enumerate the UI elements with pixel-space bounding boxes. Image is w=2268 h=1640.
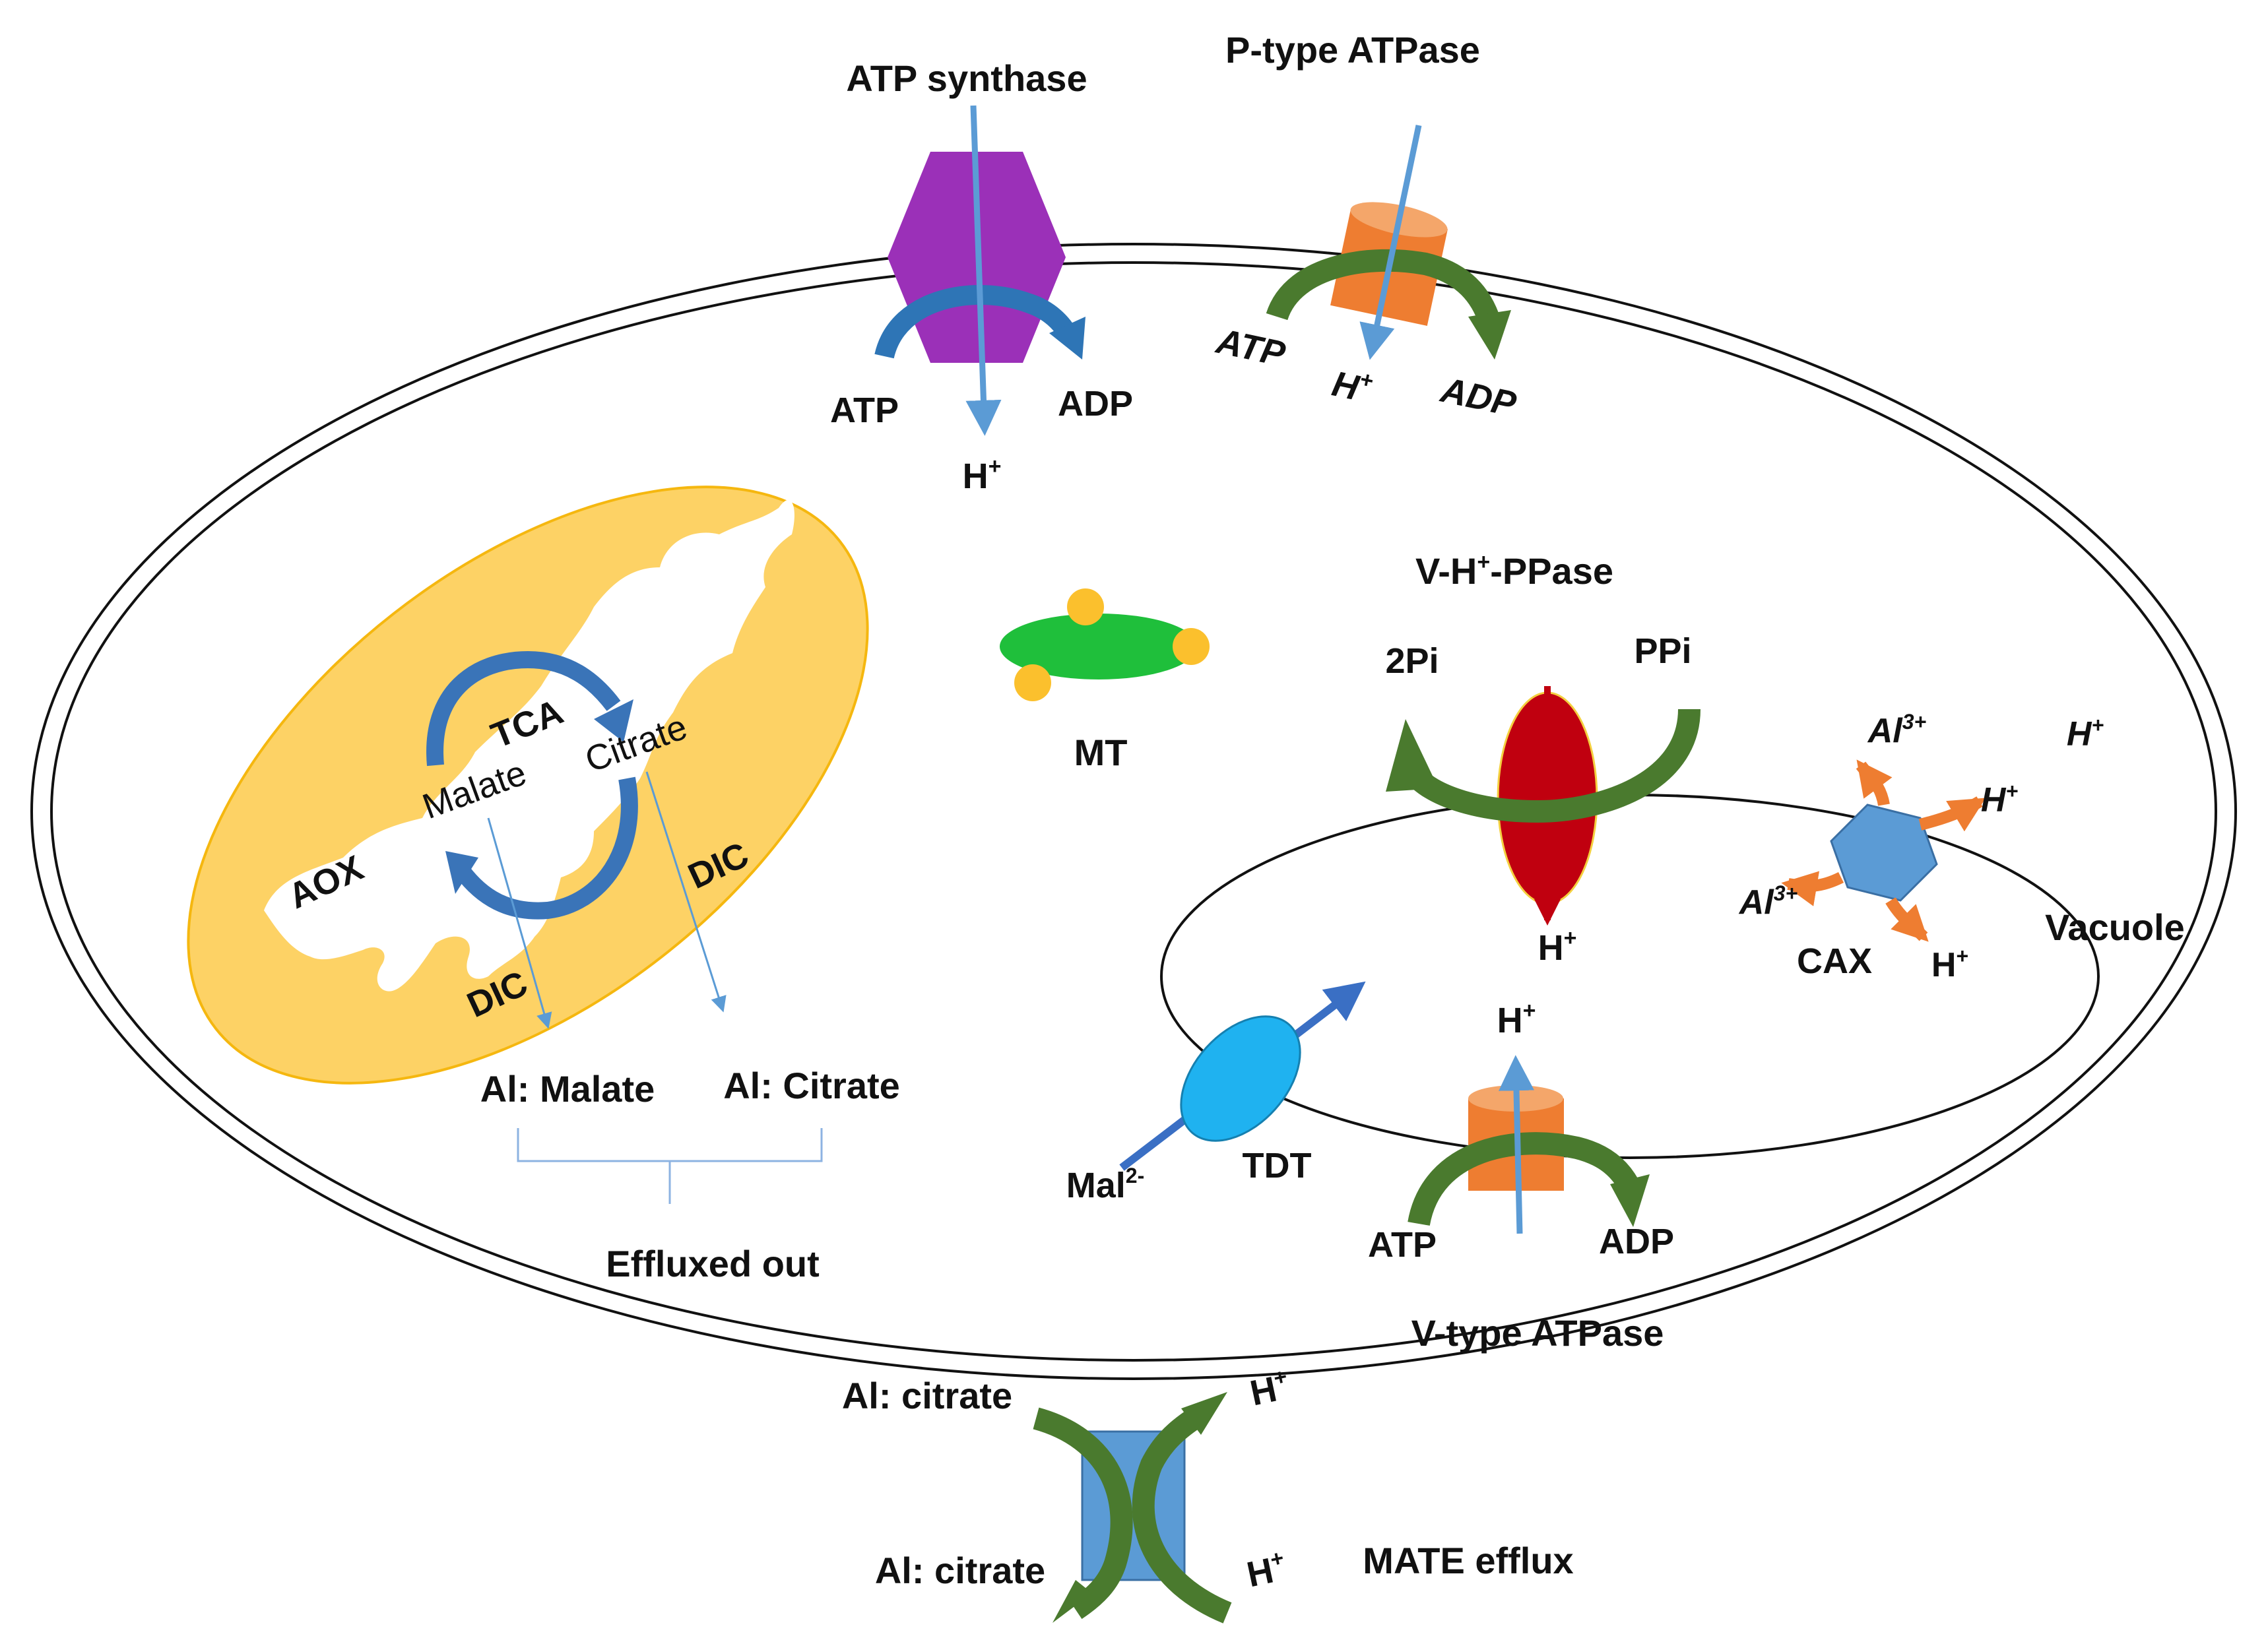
mate-proton-inside: H+ [1247, 1364, 1293, 1414]
malate-efflux-arrow [487, 817, 552, 1029]
tca-arrow-bottom-head [445, 851, 478, 894]
al-malate-label: Al: Malate [480, 1068, 655, 1110]
cax-arrow-al-in-b [1781, 871, 1844, 906]
mate-arrow-proton [1132, 1408, 1232, 1624]
synthase-proton-label: H+ [963, 454, 1002, 496]
ppi-hydrolysis-arrow [1403, 709, 1701, 823]
synthase-atp-arrow-head [1049, 317, 1085, 360]
v-h-ppase: V-H+-PPase 2Pi PPi H+ [1385, 550, 1701, 968]
cax-transporter: Al3+ H+ H+ Al3+ CAX H+ [1738, 710, 2104, 984]
p-type-atp-arrow [1266, 249, 1499, 321]
p-type-adp-label: ADP [1437, 369, 1520, 424]
cax-arrow-al-in-a [1856, 759, 1893, 806]
cax-label: CAX [1797, 941, 1872, 981]
mt-ion-top [1067, 588, 1104, 625]
v-type-proton-label: H+ [1497, 998, 1536, 1040]
mitochondrion [187, 486, 869, 1085]
mt-label: MT [1074, 732, 1128, 773]
p-type-proton-label: H+ [1329, 362, 1376, 411]
p-type-atpase: P-type ATPase ATP H+ ADP [1212, 29, 1520, 424]
mt-ion-right [1173, 628, 1210, 665]
mate-al-citrate-inside: Al: citrate [842, 1375, 1012, 1416]
mate-proton-outside: H+ [1243, 1546, 1290, 1595]
h-cax-label-right: H+ [1981, 779, 2018, 819]
synthase-atp-arrow [874, 285, 1078, 359]
v-type-atp-label: ATP [1368, 1225, 1437, 1265]
v-h-ppase-label: V-H+-PPase [1415, 550, 1613, 592]
cax-hexagon [1830, 804, 1938, 902]
mate-arrow-citrate-head [1053, 1580, 1092, 1623]
effluxed-out-label: Effluxed out [606, 1243, 820, 1284]
atp-synthase: ATP synthase ATP ADP H+ [830, 57, 1133, 496]
synthase-atp-label: ATP [830, 391, 899, 430]
v-type-atpase-label: V-type ATPase [1411, 1312, 1664, 1354]
mate-al-citrate-outside: Al: citrate [875, 1550, 1045, 1591]
p-type-atpase-label: P-type ATPase [1225, 29, 1480, 71]
v-type-atp-arrow-head [1610, 1174, 1650, 1227]
mt-ion-left [1014, 664, 1051, 701]
p-type-atp-arrow-head [1468, 310, 1511, 360]
two-pi-label: 2Pi [1385, 641, 1439, 681]
cell-outer-membrane [30, 243, 2237, 1380]
atp-synthase-label: ATP synthase [846, 57, 1087, 99]
ppi-hydrolysis-arrow-head [1386, 719, 1439, 792]
tdt-label: TDT [1243, 1146, 1312, 1185]
tdt-transporter: TDT Mal2- [1066, 981, 1366, 1205]
cell-inner-membrane [50, 261, 2217, 1362]
al3-label-top: Al3+ [1867, 710, 1926, 750]
cax-arrow-h-out-b [1885, 897, 1929, 942]
efflux-brace [517, 1128, 823, 1204]
cax-arrow-h-out-a [1918, 796, 1986, 832]
mt-body [1000, 614, 1198, 679]
vacuole-membrane [1160, 794, 2100, 1159]
p-type-proton-arrow [1359, 125, 1422, 360]
synthase-adp-label: ADP [1058, 384, 1133, 424]
malate-ion-label: Mal2- [1066, 1164, 1144, 1205]
mitochondrion-cristae [264, 499, 794, 992]
tca-arrow-top [426, 650, 621, 767]
tca-arrow-top-head [594, 699, 633, 742]
metallothionein: MT [1000, 588, 1210, 773]
synthase-proton-arrow [965, 105, 1002, 436]
mate-arrow-proton-head [1181, 1392, 1227, 1435]
v-type-proton-arrow [1499, 1055, 1534, 1234]
mate-efflux-label: MATE efflux [1363, 1540, 1573, 1581]
al3-label-left: Al3+ [1738, 881, 1798, 922]
v-type-adp-label: ADP [1599, 1222, 1674, 1261]
v-type-atp-arrow [1408, 1132, 1640, 1226]
mate-efflux-transporter: Al: citrate Al: citrate H+ H+ MATE efflu… [842, 1364, 1574, 1624]
al-citrate-label: Al: Citrate [723, 1065, 900, 1106]
tca-arrow-bottom [455, 776, 638, 920]
v-ppase-proton-label: H+ [1538, 926, 1577, 968]
citrate-efflux-arrow [645, 771, 727, 1013]
tdt-body [1180, 1015, 1301, 1142]
mate-arrow-citrate [1033, 1407, 1133, 1620]
vacuole-label: Vacuole [2045, 906, 2185, 948]
ppi-label: PPi [1634, 631, 1691, 671]
h-outside-label: H+ [2067, 713, 2104, 753]
p-type-atp-label: ATP [1212, 321, 1289, 374]
h-cax-label-bottom: H+ [1931, 944, 1968, 984]
v-type-atpase: H+ ATP ADP V-type ATPase [1368, 998, 1674, 1354]
